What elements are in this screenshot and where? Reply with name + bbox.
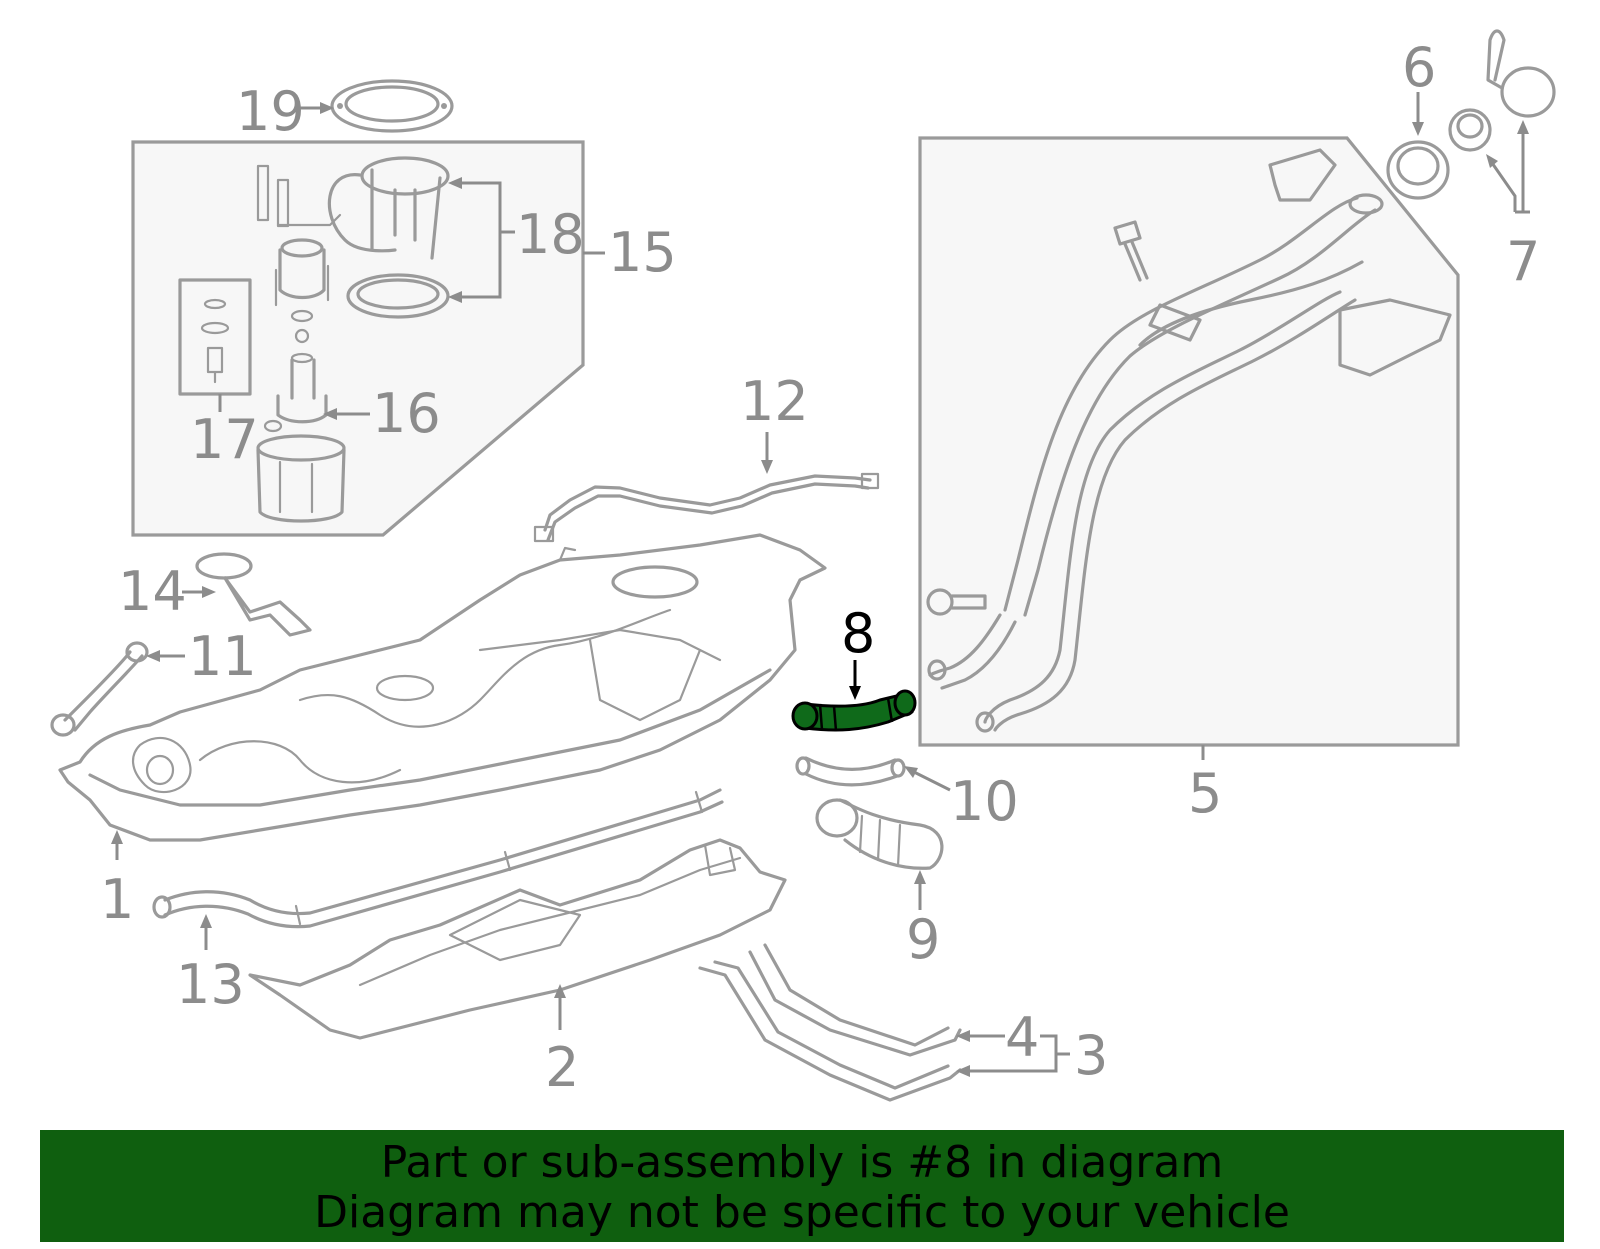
callout-14: 14 (118, 560, 187, 623)
callout-6: 6 (1402, 36, 1436, 99)
part-3-tank-strap[interactable] (698, 960, 962, 1102)
part-12-vapor-line[interactable] (533, 472, 880, 543)
part-1-fuel-tank[interactable] (58, 533, 827, 842)
callout-17: 17 (190, 408, 259, 471)
bolt-filler-lower (926, 588, 987, 616)
callout-12: 12 (740, 370, 809, 433)
info-banner: Part or sub-assembly is #8 in diagram Di… (40, 1130, 1564, 1242)
part-17-filter-kit[interactable] (178, 278, 252, 396)
part-13-fuel-tube[interactable] (152, 788, 724, 929)
part-18-pump-top-plate[interactable] (256, 156, 450, 260)
callout-18: 18 (516, 203, 585, 266)
callout-3: 3 (1074, 1024, 1108, 1087)
leader-lines (111, 92, 1530, 1077)
part-6-filler-neck-seal[interactable] (1386, 140, 1450, 200)
callout-8: 8 (841, 602, 875, 665)
callout-7: 7 (1506, 230, 1540, 293)
callout-11: 11 (188, 625, 257, 688)
callout-10: 10 (950, 770, 1019, 833)
callout-19: 19 (236, 80, 305, 143)
callout-16: 16 (372, 382, 441, 445)
callout-5: 5 (1188, 762, 1222, 825)
part-4-tank-strap[interactable] (748, 943, 962, 1057)
part-11-hose[interactable] (50, 641, 149, 737)
callout-13: 13 (176, 953, 245, 1016)
callout-15: 15 (608, 221, 677, 284)
pump-body (274, 238, 330, 344)
banner-line-1: Part or sub-assembly is #8 in diagram (380, 1137, 1224, 1188)
fuel-filter-cup (256, 434, 346, 523)
part-5-filler-pipe[interactable] (927, 148, 1452, 733)
bolt-filler-upper (1113, 220, 1149, 282)
callout-4: 4 (1005, 1006, 1039, 1069)
part-7-fuel-cap[interactable] (1448, 29, 1556, 152)
part-2-tank-protector[interactable] (248, 838, 787, 1040)
part-14-fuel-sender[interactable] (195, 552, 312, 637)
fuel-pump-module-box (131, 140, 585, 537)
part-19-gasket-ring[interactable] (330, 79, 454, 133)
banner-line-2: Diagram may not be specific to your vehi… (314, 1187, 1290, 1238)
filler-pipe-box (918, 136, 1460, 747)
part-8-fuel-filler-hose[interactable] (791, 689, 917, 732)
callout-2: 2 (545, 1036, 579, 1099)
callout-1: 1 (100, 868, 134, 931)
part-16-fuel-pump[interactable] (263, 352, 328, 433)
callout-9: 9 (906, 908, 940, 971)
part-10-vent-hose[interactable] (795, 756, 906, 787)
part-18-seal-ring[interactable] (346, 273, 450, 319)
part-9-elbow-hose[interactable] (815, 798, 944, 870)
